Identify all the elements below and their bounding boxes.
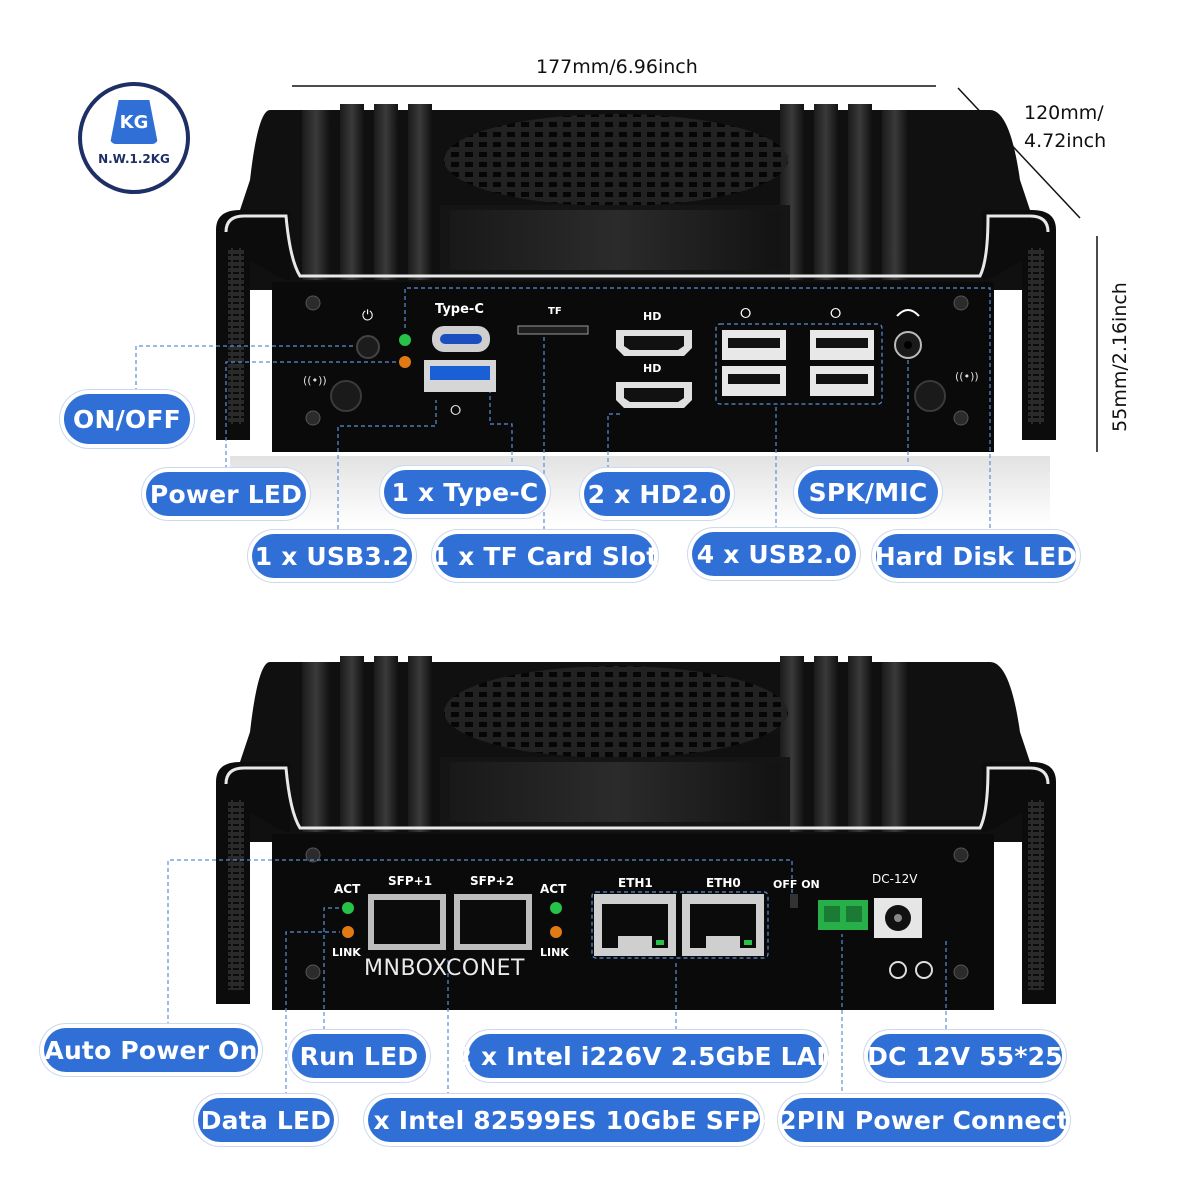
off-on-label: OFF ON <box>773 878 820 891</box>
svg-text:⭘: ⭘ <box>450 403 461 419</box>
dc-label: DC-12V <box>872 872 918 886</box>
svg-text:⭘: ⭘ <box>740 306 751 322</box>
sfp1-label: SFP+1 <box>388 874 433 888</box>
callout-auto-power-on: Auto Power On <box>44 1028 258 1072</box>
callout-hd: 2 x HD2.0 <box>584 472 730 516</box>
act-left-label: ACT <box>334 882 361 896</box>
rear-device <box>167 656 1056 1098</box>
callout-power-led: Power LED <box>146 472 306 516</box>
callout-tf-card: 1 x TF Card Slot <box>432 534 658 578</box>
callout-type-c: 1 x Type-C <box>384 470 546 514</box>
callout-data-led: Data LED <box>198 1098 334 1142</box>
depth-dimension-line2: 4.72inch <box>1024 130 1107 152</box>
callout-spk-mic: SPK/MIC <box>798 470 938 514</box>
eth0-label: ETH0 <box>706 876 741 890</box>
callout-2pin-power: 2PIN Power Connect <box>779 1098 1069 1142</box>
weight-badge: KG N.W.1.2KG <box>78 82 190 194</box>
width-dimension: 177mm/6.96inch <box>536 56 698 78</box>
link-right-label: LINK <box>540 946 569 959</box>
callout-sfp: 2 x Intel 82599ES 10GbE SFP+ <box>347 1098 781 1142</box>
svg-text:HD: HD <box>643 310 661 323</box>
eth1-label: ETH1 <box>618 876 653 890</box>
brand-label: MNBOXCONET <box>364 956 525 981</box>
svg-text:⏻: ⏻ <box>362 308 373 324</box>
sfp2-label: SFP+2 <box>470 874 515 888</box>
callout-dc-12v: DC 12V 55*25 <box>867 1034 1063 1078</box>
tf-port-label: TF <box>548 306 562 317</box>
net-weight-label: N.W.1.2KG <box>98 152 170 166</box>
act-right-label: ACT <box>540 882 567 896</box>
callout-run-led: Run LED <box>292 1034 426 1078</box>
front-device: ⏻ ((•)) ((•)) ⭘ HD HD <box>135 104 1056 536</box>
svg-text:((•)): ((•)) <box>955 370 979 383</box>
svg-text:((•)): ((•)) <box>303 374 327 387</box>
callout-usb32: 1 x USB3.2 <box>252 534 412 578</box>
svg-text:HD: HD <box>643 362 661 375</box>
type-c-port-label: Type-C <box>435 302 484 317</box>
callout-usb20: 4 x USB2.0 <box>692 532 856 576</box>
svg-text:⭘: ⭘ <box>830 306 841 322</box>
callout-on-off: ON/OFF <box>64 394 190 444</box>
link-left-label: LINK <box>332 946 361 959</box>
callout-hdd-led: Hard Disk LED <box>875 534 1077 578</box>
callout-lan: 2 x Intel i226V 2.5GbE LAN <box>455 1034 837 1078</box>
weight-icon: KG <box>110 100 158 144</box>
depth-dimension-line1: 120mm/ <box>1024 102 1104 124</box>
